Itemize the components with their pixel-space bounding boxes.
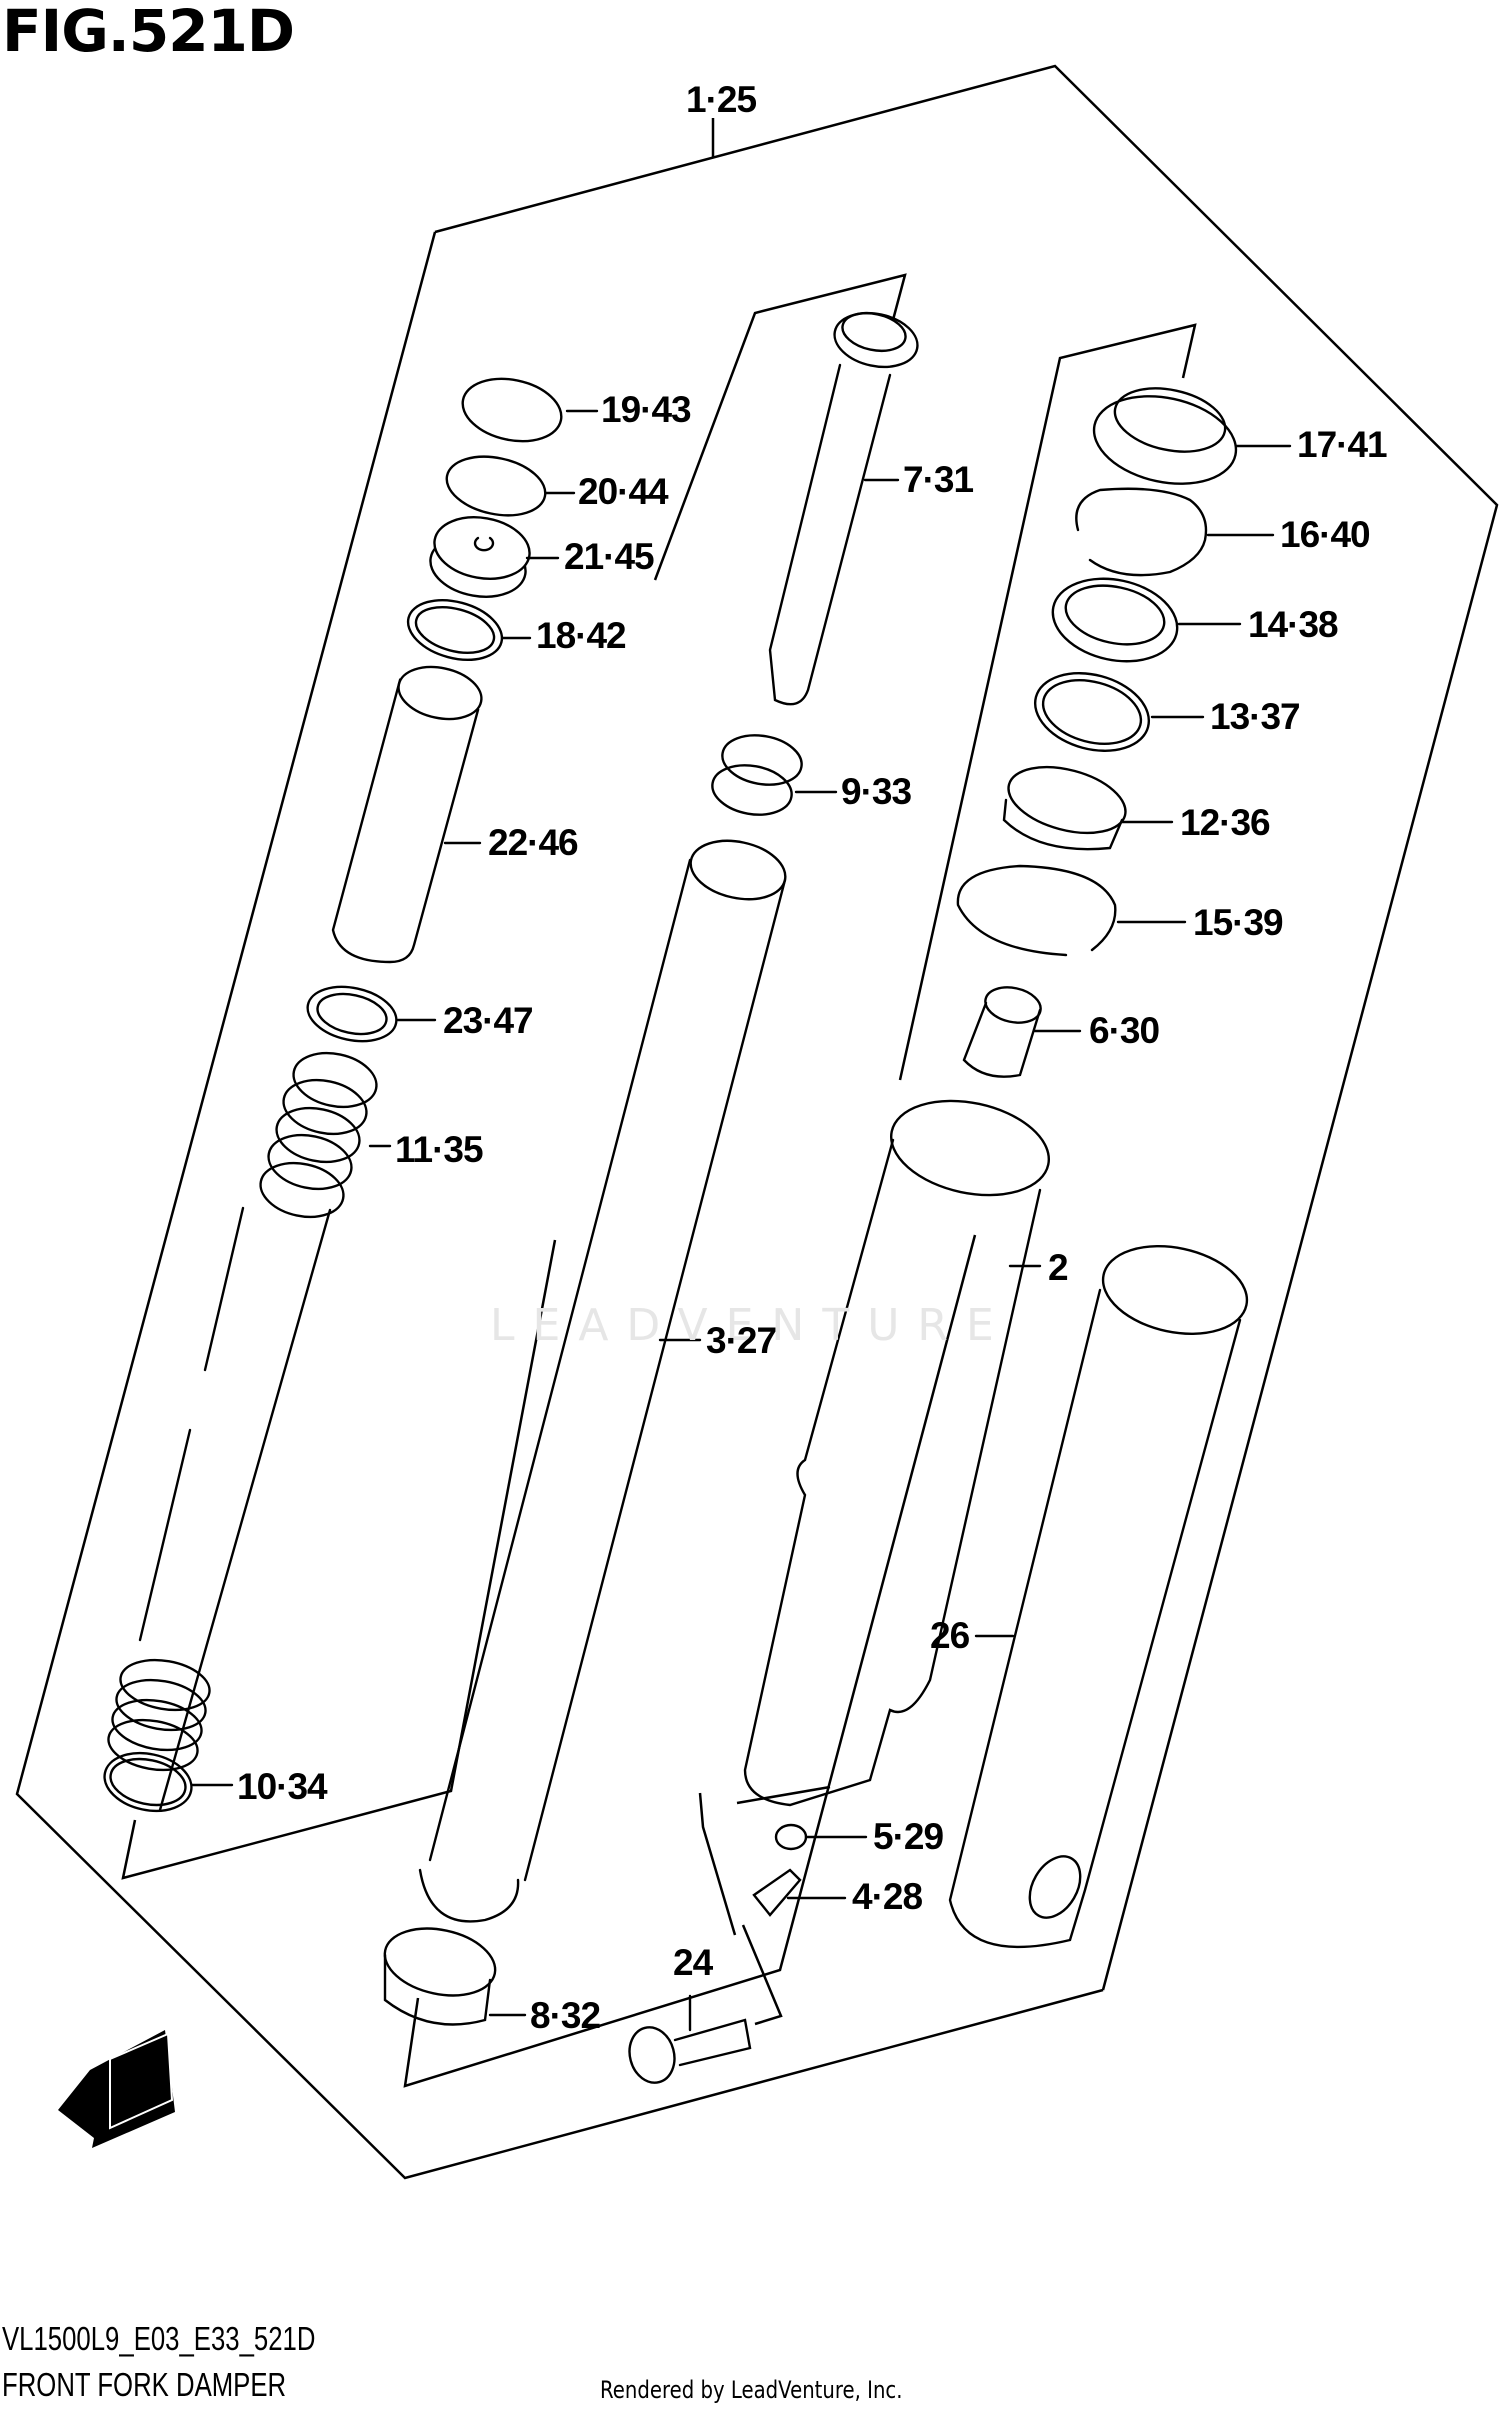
callout-22-46[interactable]: 22·46	[488, 822, 579, 863]
callout-11-35[interactable]: 11·35	[395, 1129, 484, 1170]
callout-1-25[interactable]: 1·25	[686, 79, 757, 120]
watermark: LEADVENTURE	[490, 1300, 1012, 1351]
callout-9-33[interactable]: 9·33	[841, 771, 912, 812]
part-11-35-fork-spring[interactable]	[105, 1046, 392, 1812]
fwd-arrow-icon	[58, 2030, 175, 2148]
callout-18-42[interactable]: 18·42	[536, 615, 627, 656]
callout-24[interactable]: 24	[673, 1942, 713, 1983]
bolt-group-boundary-2	[736, 1785, 831, 1805]
callout-5-29[interactable]: 5·29	[873, 1816, 944, 1857]
part-19-43-cap[interactable]	[457, 370, 599, 449]
part-16-40-dust-seal-spring[interactable]	[1075, 487, 1275, 577]
part-6-30-oil-lock-piece[interactable]	[962, 983, 1082, 1078]
part-13-37-washer[interactable]	[1026, 661, 1205, 763]
callout-23-47[interactable]: 23·47	[443, 1000, 534, 1041]
assembly-boundary-outer-bottom	[15, 231, 1104, 2180]
callout-19-43[interactable]: 19·43	[601, 389, 692, 430]
part-8-32-slide-bushing[interactable]	[379, 1919, 527, 2026]
figure-title: FIG.521D	[2, 0, 295, 65]
callout-10-34[interactable]: 10·34	[237, 1766, 328, 1807]
callout-4-28[interactable]: 4·28	[852, 1876, 923, 1917]
right-group-top	[898, 323, 1197, 1081]
middle-group-boundary	[403, 1234, 977, 2088]
callout-15-39[interactable]: 15·39	[1193, 902, 1284, 943]
callout-8-32[interactable]: 8·32	[530, 1995, 601, 2036]
part-24-pinch-bolt[interactable]	[624, 1994, 752, 2088]
part-17-41-dust-seal[interactable]	[1086, 379, 1292, 496]
part-9-33-rebound-spring[interactable]	[708, 729, 838, 820]
assembly-boundary-outer	[434, 64, 1499, 1991]
callout-16-40[interactable]: 16·40	[1280, 514, 1371, 555]
part-10-34-spring-seat[interactable]	[99, 1745, 234, 1818]
callout-6-30[interactable]: 6·30	[1089, 1010, 1160, 1051]
bolt-group-boundary-3	[741, 1924, 783, 2026]
part-23-47-spring-washer[interactable]	[303, 979, 437, 1049]
bolt-group-boundary	[698, 1792, 737, 1936]
part-2-outer-tube-left[interactable]	[743, 1087, 1058, 1807]
part-5-29-gasket[interactable]	[774, 1823, 868, 1851]
part-4-28-damper-bolt[interactable]	[752, 1868, 847, 1917]
diagram-name: FRONT FORK DAMPER	[2, 2366, 287, 2403]
part-15-39-stopper-ring[interactable]	[956, 864, 1187, 957]
middle-group-top	[653, 273, 907, 581]
part-14-38-oil-seal[interactable]	[1045, 568, 1242, 672]
model-code: VL1500L9_E03_E33_521D	[2, 2320, 316, 2357]
callout-20-44[interactable]: 20·44	[578, 471, 669, 512]
part-7-31-damper-rod[interactable]	[768, 306, 922, 706]
part-21-45-cap-bolt[interactable]	[426, 510, 560, 604]
part-26-outer-tube-right[interactable]	[948, 1234, 1255, 1949]
part-20-44-stopper-ring[interactable]	[441, 448, 576, 524]
part-18-42-o-ring[interactable]	[401, 591, 532, 670]
rendered-by-credit: Rendered by LeadVenture, Inc.	[600, 2376, 903, 2404]
callout-2[interactable]: 2	[1048, 1247, 1069, 1288]
callout-13-37[interactable]: 13·37	[1210, 696, 1301, 737]
part-22-46-spacer[interactable]	[331, 660, 486, 964]
left-group-boundary	[121, 1239, 557, 1880]
callout-12-36[interactable]: 12·36	[1180, 802, 1271, 843]
callout-17-41[interactable]: 17·41	[1297, 424, 1388, 465]
callout-3-27[interactable]: 3·27	[706, 1320, 777, 1361]
callout-21-45[interactable]: 21·45	[564, 536, 655, 577]
callout-14-38[interactable]: 14·38	[1248, 604, 1339, 645]
part-3-27-inner-tube[interactable]	[418, 833, 791, 1923]
callout-26[interactable]: 26	[930, 1615, 970, 1656]
callout-7-31[interactable]: 7·31	[903, 459, 974, 500]
part-12-36-guide-bushing[interactable]	[1001, 755, 1174, 851]
